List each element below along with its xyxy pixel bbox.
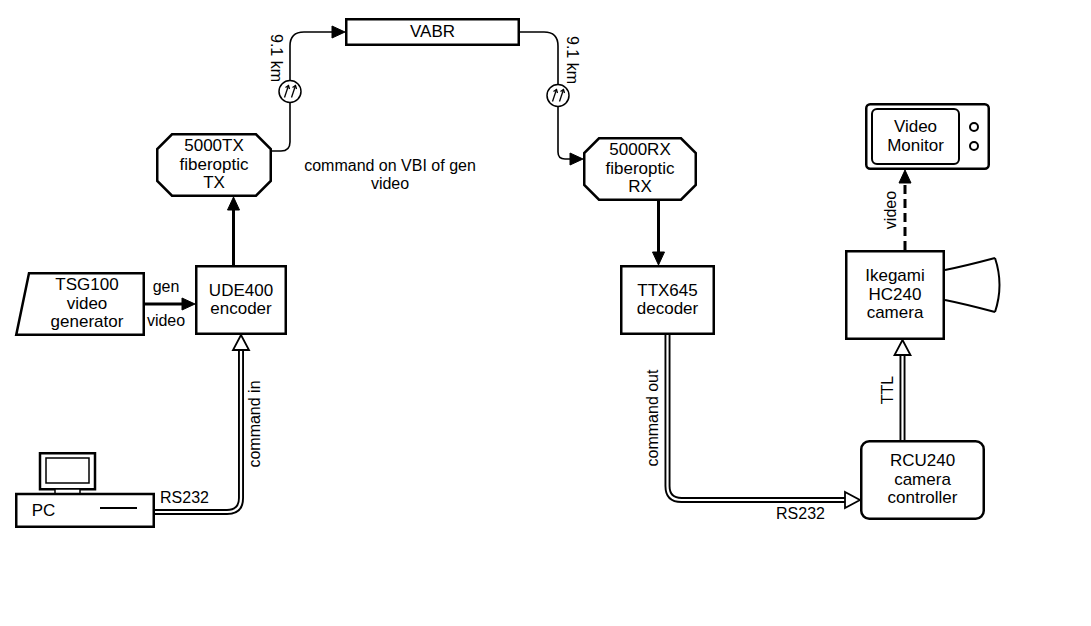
- signal-line: [145, 303, 184, 306]
- node-label: Ikegami HC240 camera: [855, 267, 935, 322]
- arrowhead: [332, 26, 345, 38]
- drive-slot: [100, 507, 137, 509]
- signal-name: RS232: [160, 489, 209, 507]
- cable-outer: [668, 335, 848, 500]
- arrowhead: [233, 335, 249, 350]
- edge-label: 9.1 km: [267, 34, 285, 82]
- encoder-box: UDE400 encoder: [195, 265, 287, 335]
- connector: [520, 32, 583, 165]
- camera-lens: [945, 258, 1000, 312]
- node-label: PC: [32, 502, 56, 520]
- isolator-arrowhead: [293, 86, 297, 90]
- device-box: VABR: [345, 18, 520, 46]
- cable-inner: [901, 353, 903, 440]
- lens-front: [995, 258, 1000, 312]
- box-outline: [346, 19, 519, 45]
- edge-label: 9.1 km: [563, 36, 581, 84]
- camera-box: Ikegami HC240 camera: [845, 250, 945, 340]
- cable-inner: [668, 335, 848, 500]
- text-area: Ikegami HC240 camera: [845, 250, 945, 340]
- monitor-knob: [970, 142, 978, 150]
- isolator-arrow: [292, 86, 296, 98]
- signal-name: RS232: [776, 505, 825, 523]
- connector: [895, 340, 911, 440]
- connector: [228, 197, 240, 265]
- pc-screen: [46, 458, 89, 483]
- node-label: TTX645 decoder: [628, 282, 708, 319]
- edge-label: TTL: [879, 376, 897, 404]
- monitor-case: [866, 104, 989, 169]
- edge-label: command out: [644, 369, 662, 466]
- isolator-arrowhead: [286, 86, 290, 90]
- text-area: UDE400 encoder: [195, 265, 287, 335]
- text-area: 5000TX fiberoptic TX: [162, 133, 266, 197]
- edge-label: video: [882, 191, 900, 229]
- generator-trapezoid: TSG100 video generator: [15, 272, 145, 336]
- edge-label: command in: [246, 380, 264, 467]
- node-label: UDE400 encoder: [201, 282, 281, 319]
- monitor-screen: [872, 109, 959, 164]
- connector: [155, 335, 249, 512]
- arrowhead: [895, 340, 911, 355]
- connector: [145, 298, 195, 310]
- node-label: 5000TX fiberoptic TX: [168, 137, 260, 192]
- lens-edge: [945, 300, 995, 312]
- node-label: 5000RX fiberoptic RX: [594, 141, 686, 196]
- octagon-outline: [584, 138, 696, 200]
- decoder-box: TTX645 decoder: [620, 265, 715, 335]
- node-label: VABR: [410, 23, 455, 41]
- isolator-arrow: [553, 90, 557, 102]
- node-label: Video Monitor: [881, 118, 951, 155]
- note-label: command on VBI of gen video: [300, 157, 480, 193]
- isolator-arrowhead: [554, 90, 558, 94]
- connector: [899, 170, 911, 250]
- arrowhead: [182, 298, 195, 310]
- signal-line: [232, 208, 235, 265]
- signal-line: [657, 201, 660, 254]
- trapezoid-outline: [16, 273, 144, 335]
- cable-outer: [155, 348, 241, 512]
- arrowhead: [653, 252, 665, 265]
- isolator-arrow: [560, 90, 564, 102]
- monitor-knob: [970, 123, 978, 131]
- isolator-symbol: [279, 81, 301, 103]
- text-area: RCU240 camera controller: [860, 440, 985, 520]
- text-area: 5000RX fiberoptic RX: [589, 137, 691, 201]
- transmitter-octagon: 5000TX fiberoptic TX: [156, 133, 272, 197]
- box-outline: [196, 266, 286, 334]
- receiver-octagon: 5000RX fiberoptic RX: [583, 137, 697, 201]
- connector: [653, 201, 665, 265]
- video-monitor: Video Monitor: [865, 103, 990, 170]
- isolator-arrow: [285, 86, 289, 98]
- edge-label: gen video: [143, 270, 189, 338]
- cable-inner: [155, 348, 241, 512]
- computer: PC: [15, 452, 155, 528]
- node-label: RCU240 camera controller: [875, 452, 970, 507]
- box-outline: [846, 251, 944, 339]
- pc-screen-case: [40, 453, 95, 489]
- arrowhead: [570, 153, 583, 165]
- controller-box: RCU240 camera controller: [860, 440, 985, 520]
- text-area: PC: [21, 496, 66, 526]
- text-area: TSG100 video generator: [29, 272, 145, 336]
- video-line: [904, 181, 907, 250]
- octagon-outline: [157, 134, 271, 196]
- connector: [668, 335, 861, 508]
- text-area: VABR: [345, 18, 520, 46]
- cable-outer: [900, 353, 906, 440]
- arrowhead: [899, 170, 911, 183]
- lens-edge: [945, 258, 995, 270]
- text-area: TTX645 decoder: [620, 265, 715, 335]
- arrowhead: [228, 197, 240, 210]
- box-outline: [861, 441, 984, 519]
- box-outline: [621, 266, 714, 334]
- isolator-arrowhead: [561, 90, 565, 94]
- pc-base: [16, 494, 154, 527]
- isolator-symbol: [547, 85, 569, 107]
- node-label: TSG100 video generator: [40, 276, 135, 331]
- arrowhead: [845, 492, 860, 508]
- text-area: Video Monitor: [873, 110, 958, 163]
